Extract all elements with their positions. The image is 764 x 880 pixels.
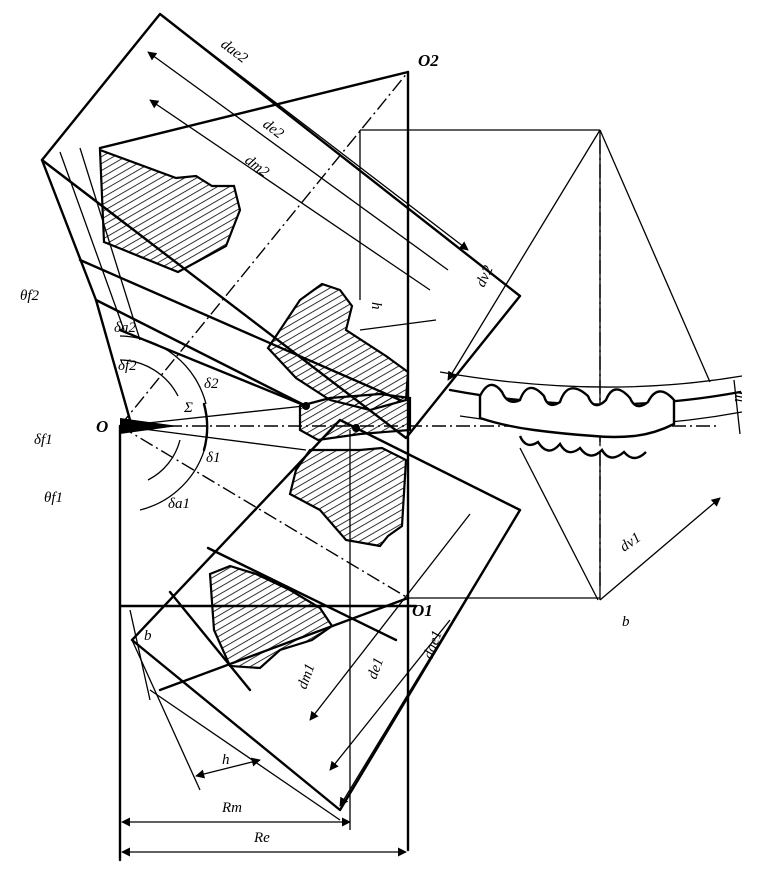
label-re: Re [253, 830, 270, 846]
label-b-right: b [622, 614, 630, 630]
label-sigma: Σ [183, 400, 193, 416]
label-delta-2: δ2 [204, 376, 219, 392]
mesh-zone [298, 392, 412, 442]
label-theta-f1: θf1 [44, 490, 63, 506]
label-h: h [222, 752, 230, 768]
label-m: m [730, 391, 746, 402]
label-rm: Rm [221, 800, 242, 816]
label-o: O [96, 417, 108, 436]
label-delta-f2: δf2 [118, 358, 137, 374]
labels: dae2 de2 dm2 O2 O O1 θf2 δa2 δf2 δ2 Σ δ1… [20, 36, 746, 846]
label-o2: O2 [418, 51, 439, 70]
label-delta-a1: δa1 [168, 496, 190, 512]
label-dv1: dv1 [617, 530, 644, 556]
label-b: b [144, 628, 152, 644]
gear2-outline [40, 12, 522, 852]
dimension-lines-lower [121, 430, 521, 857]
label-delta-f1: δf1 [34, 432, 53, 448]
label-dae1: dae1 [421, 628, 446, 661]
label-delta-a2: δa2 [114, 320, 136, 336]
label-theta-f2: θf2 [20, 288, 40, 304]
label-dv2: dv2 [473, 263, 497, 290]
label-de2: de2 [260, 116, 287, 142]
virtual-gear-view [439, 129, 743, 601]
label-dm2: dm2 [242, 152, 273, 181]
gear1-hatched-section [208, 446, 408, 670]
label-o1: O1 [412, 601, 433, 620]
label-h-small: h [368, 302, 384, 310]
label-de1: de1 [365, 656, 387, 682]
gear2-hatched-section [98, 148, 410, 412]
angle-arcs [119, 335, 209, 511]
label-delta-1: δ1 [206, 450, 220, 466]
label-dm1: dm1 [295, 662, 319, 692]
